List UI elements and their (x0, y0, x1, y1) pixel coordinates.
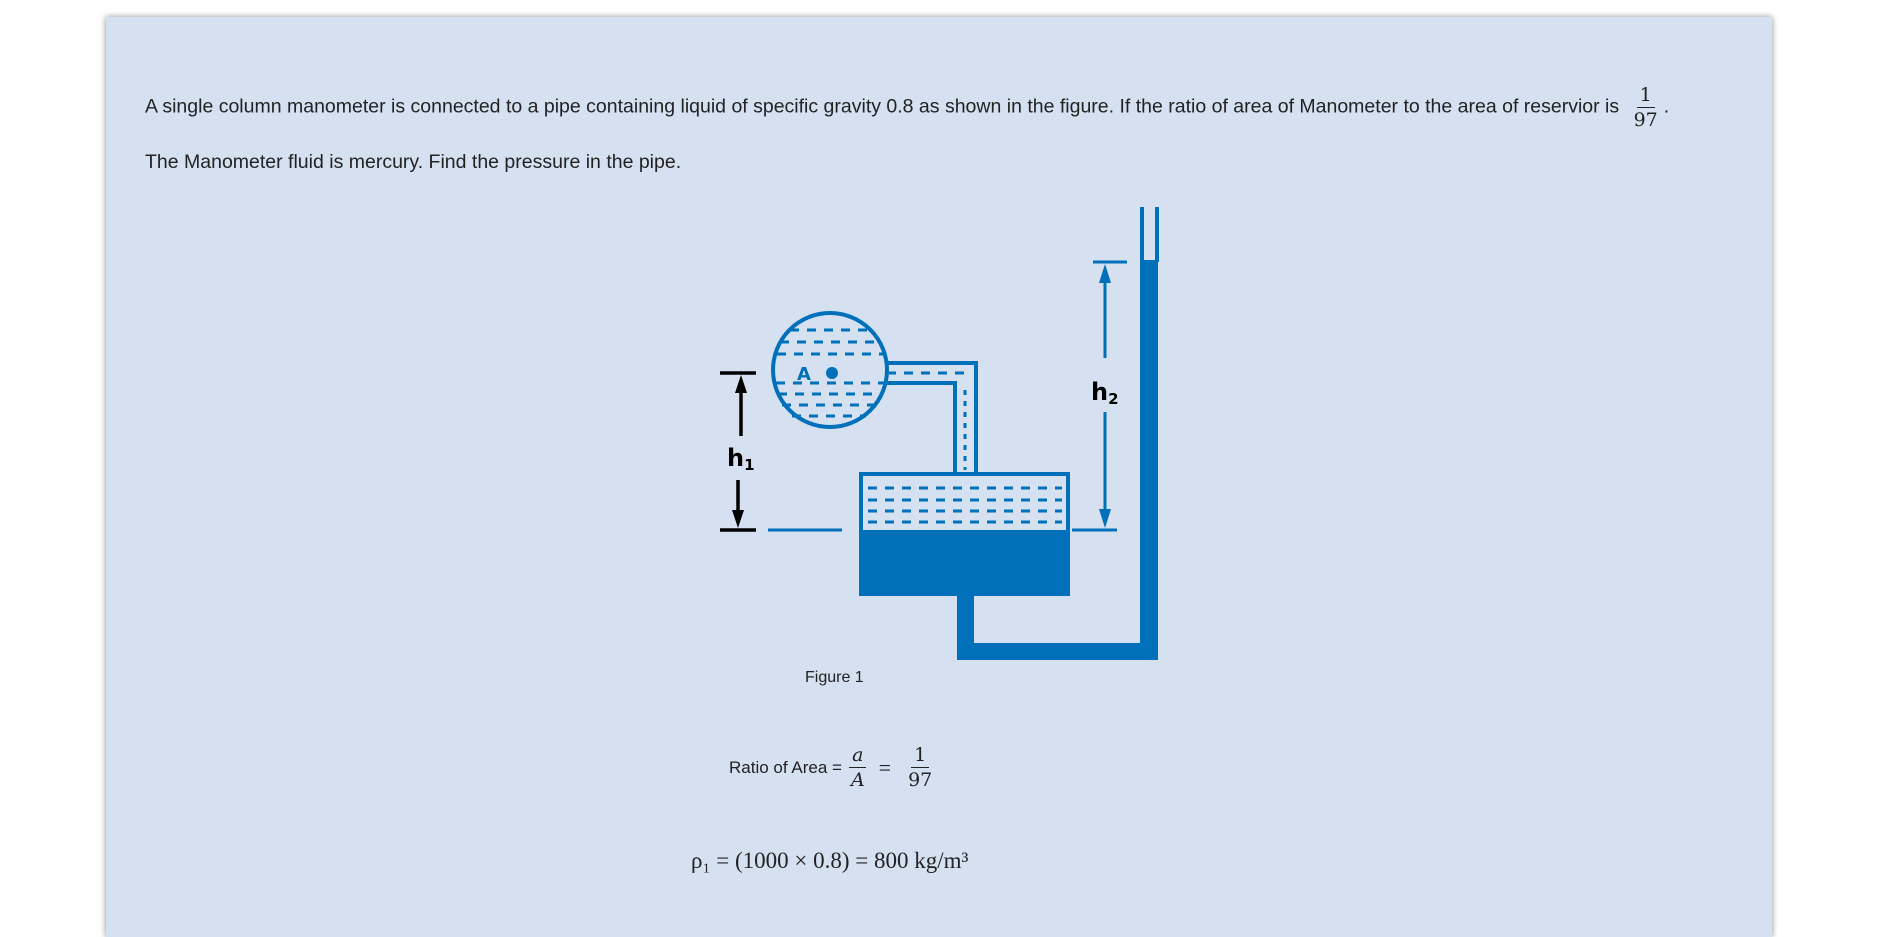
manometer-figure: A h1 h2 (720, 207, 1159, 660)
h1-arrowhead-up (735, 375, 747, 393)
h2-arrowhead-up (1099, 264, 1111, 283)
connecting-tube (885, 361, 978, 473)
fraction-denominator: 97 (1633, 109, 1658, 131)
density-equation: ρ₁ = (1000 × 0.8) = 800 kg/m³ (691, 848, 969, 873)
ratio-value-denominator: 97 (908, 769, 933, 791)
label-h2: h2 (1091, 378, 1119, 408)
mercury-pipe-horizontal (957, 643, 1158, 660)
point-a-dot (826, 367, 838, 379)
ratio-value-numerator: 1 (911, 743, 930, 768)
mercury-pipe-down (957, 590, 974, 660)
equals-sign: = (878, 754, 892, 780)
h2-arrowhead-down (1099, 509, 1111, 528)
h1-arrowhead-down (732, 510, 744, 528)
manometer-tube-top (1140, 207, 1159, 262)
question-text: A single column manometer is connected t… (145, 95, 1620, 118)
h1-subscript: 1 (744, 456, 754, 474)
question-line-2: The Manometer fluid is mercury. Find the… (145, 151, 682, 173)
ratio-denominator: A (850, 769, 865, 791)
ratio-numerator: a (849, 743, 867, 768)
label-a: A (797, 364, 811, 385)
period: . (1663, 95, 1670, 118)
mercury-reservoir (861, 530, 1069, 593)
fraction-numerator: 1 (1636, 83, 1655, 108)
h1-letter: h (727, 444, 744, 472)
mercury-column (1140, 260, 1158, 660)
ratio-label: Ratio of Area = (729, 757, 842, 777)
pipe-cross-section (771, 311, 889, 429)
h2-letter: h (1091, 378, 1108, 406)
h2-subscript: 2 (1108, 390, 1118, 408)
question-card: A single column manometer is connected t… (106, 17, 1772, 937)
label-h1: h1 (727, 444, 755, 474)
question-line-1: A single column manometer is connected t… (145, 83, 1669, 132)
figure-caption: Figure 1 (805, 669, 864, 686)
liquid-dashes (776, 328, 1062, 524)
